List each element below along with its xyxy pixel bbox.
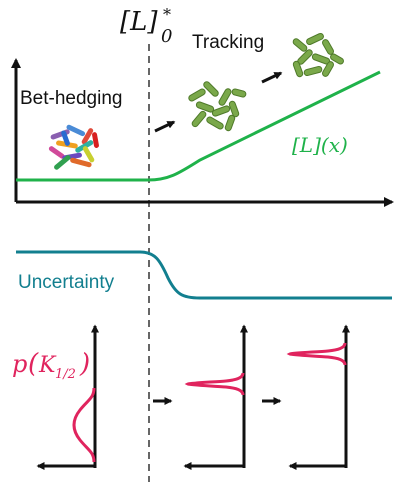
dist1-curve (72, 387, 96, 463)
p-label: p (12, 350, 27, 378)
distribution-plot-narrow-high (286, 324, 350, 470)
arrow-right-icon (261, 71, 283, 84)
threshold-label-sup: * (163, 5, 171, 24)
bet-hedging-label: Bet-hedging (20, 88, 122, 109)
threshold-label: [L] * 0 (120, 5, 172, 47)
dist2-curve (184, 372, 245, 396)
p-k-half-label: p ( K 1/2 ) (12, 349, 90, 382)
uncertainty-label: Uncertainty (18, 272, 115, 293)
distribution-plot-narrow-mid (183, 324, 248, 470)
k-sub-label: 1/2 (55, 367, 76, 382)
tracking-label: Tracking (192, 32, 264, 53)
ligand-curve-label: [L](x) (292, 133, 348, 157)
ligand-curve (16, 70, 381, 182)
bacteria-colony-mixed-icon (48, 124, 99, 170)
threshold-label-sub: 0 (161, 26, 172, 47)
svg-text:(: ( (28, 349, 39, 379)
top-axes (11, 58, 394, 207)
distribution-plot-broad (36, 324, 99, 470)
bacteria-colony-green-icon (188, 81, 247, 132)
k-label: K (38, 353, 57, 378)
uncertainty-curve (16, 250, 392, 300)
ligand-curve-label-text: [L](x) (292, 133, 348, 157)
bacteria-colony-green-icon (292, 32, 344, 78)
dist3-curve (286, 342, 347, 366)
threshold-label-main: [L] (120, 7, 158, 37)
arrow-right-icon (154, 120, 176, 133)
svg-text:): ) (79, 349, 90, 379)
